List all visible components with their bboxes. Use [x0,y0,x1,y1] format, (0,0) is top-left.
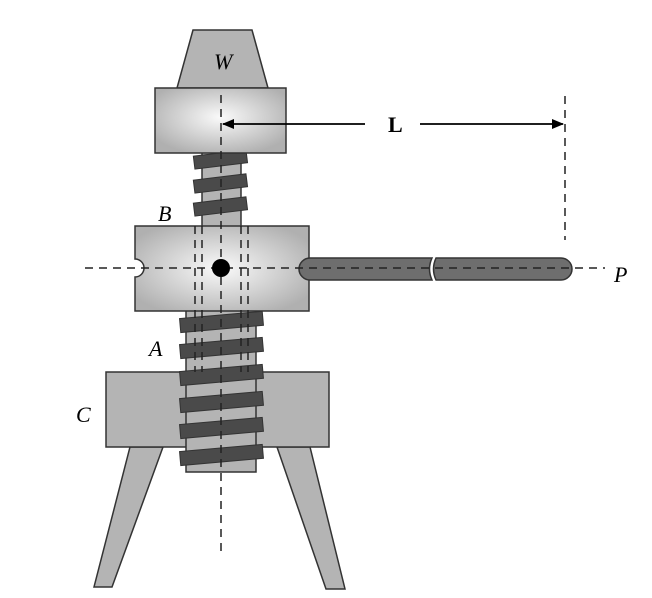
lower-screw-shaft [185,304,257,473]
label-weight: W [214,49,234,74]
right-leg [275,446,346,590]
label-length: L [388,112,403,137]
handle-rod-inner [298,257,434,281]
handle-rod-outer [432,257,573,281]
label-base: C [76,402,91,427]
label-screw: A [147,336,163,361]
label-force: P [613,262,627,287]
left-leg [93,446,165,588]
label-nut: B [158,201,171,226]
pivot-dot [212,259,230,277]
center-lines [85,95,605,553]
